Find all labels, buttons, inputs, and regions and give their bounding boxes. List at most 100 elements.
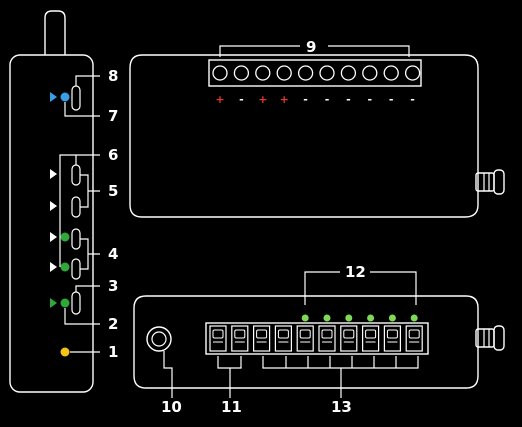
- leader-8: [75, 75, 100, 86]
- indicator-led: [367, 314, 375, 322]
- connector-port: [383, 325, 401, 352]
- callout-10: 10: [161, 398, 182, 416]
- slot-4b: [71, 258, 81, 280]
- cable-boot: [493, 169, 505, 195]
- callout-12: 12: [345, 263, 366, 281]
- white-arrow-icon: [50, 262, 57, 272]
- indicator-leds: [301, 314, 418, 322]
- terminal-screw: [297, 65, 314, 81]
- yellow-led: [60, 347, 70, 357]
- callout-6: 6: [108, 146, 118, 164]
- leader-4: [80, 238, 100, 270]
- callout-2: 2: [108, 315, 118, 333]
- leader-2: [64, 308, 100, 325]
- top-body: [129, 54, 479, 218]
- connector-port: [340, 325, 358, 352]
- side-view: 8 7 6 5 4 3 2 1: [9, 10, 118, 393]
- terminal-screw: [383, 65, 399, 81]
- terminal-screw: [212, 65, 228, 81]
- blue-arrow-icon: [50, 92, 57, 102]
- terminal-screw: [362, 65, 378, 81]
- polarity-mark: -: [346, 93, 351, 106]
- port-latch: [386, 329, 398, 339]
- port-latch: [408, 329, 420, 339]
- top-switch-slot: [71, 85, 81, 111]
- dc-jack-inner: [151, 331, 167, 347]
- leader-13: [262, 356, 419, 398]
- connector-port: [362, 325, 380, 352]
- callout-8: 8: [108, 67, 118, 85]
- polarity-mark: -: [410, 93, 415, 106]
- terminal-screw: [340, 65, 357, 81]
- indicator-led: [345, 314, 353, 322]
- leader-6: [59, 154, 100, 267]
- cable-boot: [493, 325, 505, 351]
- callout-9: 9: [306, 38, 316, 56]
- slot-5a: [71, 164, 81, 186]
- leader-3: [75, 285, 100, 292]
- port-latch: [212, 329, 224, 339]
- terminal-screw: [404, 65, 421, 81]
- connector-port: [405, 325, 423, 352]
- port-latch: [365, 329, 377, 339]
- polarity-mark: -: [239, 93, 244, 106]
- white-arrow-icon: [50, 169, 57, 179]
- terminal-screw: [276, 65, 292, 81]
- green-led: [60, 262, 70, 272]
- terminal-screw: [233, 65, 250, 81]
- port-latch: [321, 329, 333, 339]
- terminal-screws: [212, 65, 421, 81]
- connector-block: [205, 322, 429, 355]
- connector-port: [209, 325, 227, 352]
- polarity-mark: +: [258, 93, 267, 106]
- terminal-block: [208, 59, 422, 87]
- side-body: [9, 54, 94, 393]
- connector-port: [296, 325, 314, 352]
- indicator-led: [410, 314, 418, 322]
- white-arrow-icon: [50, 201, 57, 211]
- green-led: [60, 298, 70, 308]
- callout-1: 1: [108, 343, 118, 361]
- front-view: 10 11 12 13: [133, 263, 505, 416]
- callout-11: 11: [221, 398, 242, 416]
- callout-4: 4: [108, 245, 118, 263]
- slot-4a: [71, 228, 81, 250]
- polarity-mark: -: [325, 93, 330, 106]
- connector-ports: [209, 325, 423, 352]
- white-arrow-icon: [50, 232, 57, 242]
- slot-5b: [71, 196, 81, 218]
- connector-port: [231, 325, 249, 352]
- terminal-screw: [319, 65, 335, 81]
- polarity-mark: +: [215, 93, 224, 106]
- port-latch: [299, 329, 311, 339]
- slot-3: [71, 291, 81, 315]
- green-led: [60, 232, 70, 242]
- antenna: [44, 10, 66, 55]
- leader-10: [163, 351, 173, 398]
- terminal-polarity-marks: +-++------: [215, 93, 414, 106]
- leader-5: [80, 174, 100, 208]
- indicator-led: [388, 314, 396, 322]
- port-latch: [234, 329, 246, 339]
- leader-12: [304, 271, 417, 305]
- polarity-mark: -: [303, 93, 308, 106]
- indicator-led: [301, 314, 309, 322]
- connector-port: [274, 325, 292, 352]
- connector-port: [318, 325, 336, 352]
- top-view: +-++------ 9: [129, 38, 505, 218]
- port-latch: [277, 329, 289, 339]
- callout-3: 3: [108, 277, 118, 295]
- polarity-mark: -: [389, 93, 394, 106]
- terminal-screw: [255, 65, 271, 81]
- port-latch: [343, 329, 355, 339]
- dc-jack: [146, 326, 172, 352]
- callout-13: 13: [331, 398, 352, 416]
- polarity-mark: -: [368, 93, 373, 106]
- leader-9: [219, 45, 410, 57]
- connector-port: [253, 325, 271, 352]
- port-latch: [256, 329, 268, 339]
- leader-11: [217, 356, 242, 398]
- front-body: [133, 295, 479, 389]
- leader-7: [64, 102, 100, 117]
